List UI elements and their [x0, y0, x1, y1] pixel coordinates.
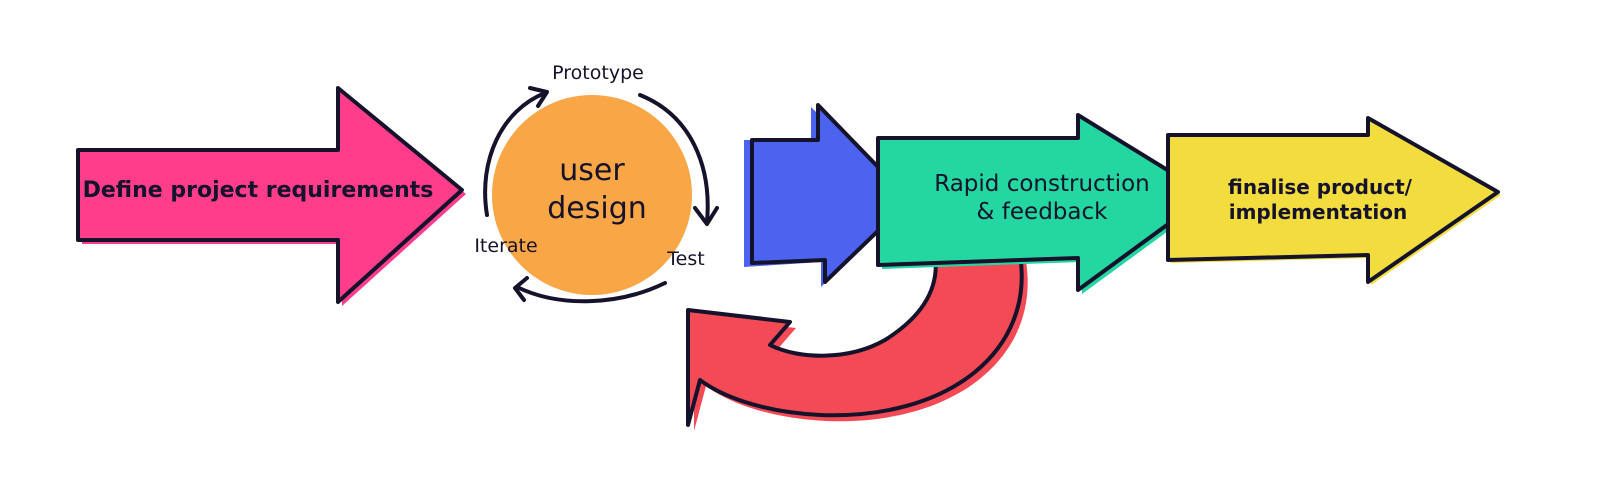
rapid-label-line2: & feedback [977, 199, 1109, 225]
green-arrow [876, 113, 1210, 292]
cycle-label-test: Test [666, 248, 704, 270]
yellow-arrow [1166, 116, 1500, 284]
cycle-label-iterate: Iterate [474, 235, 537, 257]
arrow-cycle-icon [515, 281, 667, 304]
define-label: Define project requirements [83, 178, 434, 203]
arrow-cycle-icon [528, 86, 549, 108]
user-design-label-line1: user [559, 153, 625, 188]
step-finalise: finalise product/ implementation [1166, 116, 1501, 285]
step-rapid-construction: Rapid construction & feedback [876, 113, 1212, 294]
arrow-cycle-icon [483, 91, 547, 217]
arrow-cycle-icon [638, 93, 710, 224]
step-user-design: user design [492, 95, 692, 295]
arrow-cycle-icon [513, 276, 529, 302]
arrow-cycle-icon [693, 206, 719, 226]
finalise-label-line2: implementation [1229, 200, 1408, 224]
pink-arrow [76, 86, 464, 304]
return-arrow [686, 253, 1028, 431]
cycle: Prototype Test Iterate [474, 62, 719, 304]
curved-return-arrow-icon [686, 253, 1024, 427]
blue-arrow-group [744, 103, 912, 287]
step-define: Define project requirements [76, 86, 466, 306]
user-design-circle [492, 95, 692, 295]
rapid-label-line1: Rapid construction [934, 171, 1150, 197]
cycle-label-prototype: Prototype [552, 62, 644, 84]
user-design-label-line2: design [547, 191, 647, 226]
finalise-label-line1: finalise product/ [1228, 175, 1413, 199]
blue-arrow [750, 103, 912, 284]
